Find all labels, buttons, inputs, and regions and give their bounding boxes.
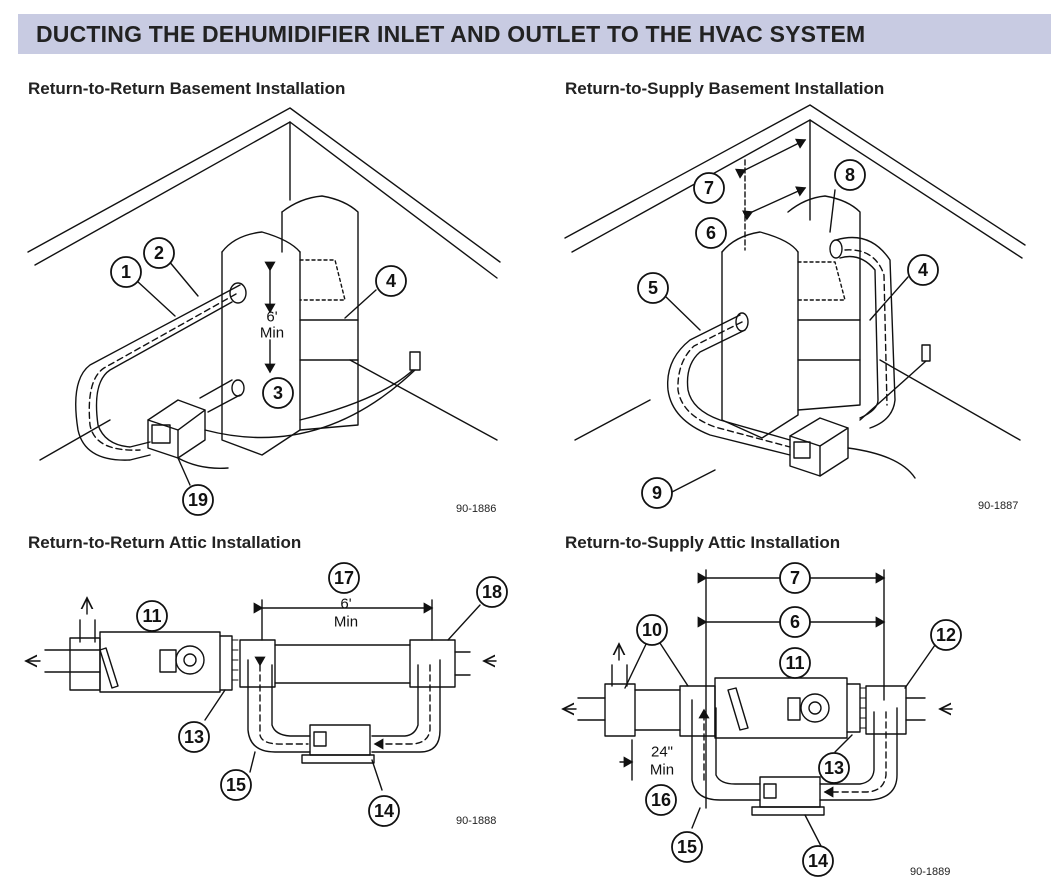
callout-label: 15 xyxy=(226,775,246,795)
callout-label: 19 xyxy=(188,490,208,510)
callout-label: 8 xyxy=(845,165,855,185)
attic-return-supply-drawing xyxy=(563,569,953,849)
callout-label: 14 xyxy=(808,851,828,871)
panel-title-return-supply-attic: Return-to-Supply Attic Installation xyxy=(565,533,841,552)
callout-15b xyxy=(671,831,703,863)
panel-title-return-supply-basement: Return-to-Supply Basement Installation xyxy=(565,79,885,98)
figure-code: 90-1889 xyxy=(910,866,951,878)
callout-4b xyxy=(907,254,939,286)
header-banner: DUCTING THE DEHUMIDIFIER INLET AND OUTLE… xyxy=(18,14,1051,54)
callout-label: 2 xyxy=(154,243,164,263)
panel-title-return-return-basement: Return-to-Return Basement Installation xyxy=(28,79,346,98)
callout-label: 6 xyxy=(790,612,800,632)
figure-code: 90-1886 xyxy=(456,503,497,515)
panel-title-return-return-attic: Return-to-Return Attic Installation xyxy=(28,533,302,552)
dimension-label: Min xyxy=(260,325,284,342)
callout-3 xyxy=(262,377,294,409)
callout-label: 16 xyxy=(651,790,671,810)
callout-2 xyxy=(143,237,175,269)
callout-14b xyxy=(802,845,834,877)
callout-16 xyxy=(645,784,677,816)
callout-5 xyxy=(637,272,669,304)
callout-14 xyxy=(368,795,400,827)
callout-7b xyxy=(779,562,811,594)
basement-return-return-drawing xyxy=(27,107,501,486)
callout-13b xyxy=(818,752,850,784)
callout-10 xyxy=(636,614,668,646)
callout-label: 4 xyxy=(386,271,396,291)
callouts xyxy=(110,159,962,877)
callout-label: 7 xyxy=(790,568,800,588)
figure-code: 90-1887 xyxy=(978,500,1019,512)
callout-label: 17 xyxy=(334,568,354,588)
callout-label: 7 xyxy=(704,178,714,198)
callout-label: 11 xyxy=(142,606,161,626)
callout-9 xyxy=(641,477,673,509)
dimension-label: Min xyxy=(650,762,674,779)
callout-4 xyxy=(375,265,407,297)
callout-6 xyxy=(695,217,727,249)
callout-label: 18 xyxy=(482,582,502,602)
callout-label: 10 xyxy=(642,620,662,640)
callout-13 xyxy=(178,721,210,753)
dimension-label: 6' xyxy=(340,596,351,613)
callout-12 xyxy=(930,619,962,651)
callout-19 xyxy=(182,484,214,516)
callout-8 xyxy=(834,159,866,191)
callout-15 xyxy=(220,769,252,801)
callout-17 xyxy=(328,562,360,594)
callout-6b xyxy=(779,606,811,638)
callout-label: 6 xyxy=(706,223,716,243)
dimension-label: 6' xyxy=(266,309,277,326)
callout-11b xyxy=(779,647,811,679)
callout-label: 15 xyxy=(677,837,697,857)
callout-18 xyxy=(476,576,508,608)
basement-return-supply-drawing xyxy=(564,104,1026,493)
callout-label: 9 xyxy=(652,483,662,503)
dimension-label: Min xyxy=(334,614,358,631)
callout-label: 13 xyxy=(184,727,204,747)
callout-label: 14 xyxy=(374,801,394,821)
callout-label: 11 xyxy=(785,653,804,673)
callout-label: 13 xyxy=(824,758,844,778)
callout-label: 5 xyxy=(648,278,658,298)
callout-11 xyxy=(136,600,168,632)
dimension-label: 24" xyxy=(651,744,673,761)
callout-label: 4 xyxy=(918,260,928,280)
figure-code: 90-1888 xyxy=(456,815,497,827)
callout-label: 1 xyxy=(121,262,131,282)
callout-label: 3 xyxy=(273,383,283,403)
attic-return-return-drawing xyxy=(26,598,497,791)
callout-1 xyxy=(110,256,142,288)
callout-label: 12 xyxy=(936,625,956,645)
page-title: DUCTING THE DEHUMIDIFIER INLET AND OUTLE… xyxy=(36,21,866,47)
callout-7 xyxy=(693,172,725,204)
